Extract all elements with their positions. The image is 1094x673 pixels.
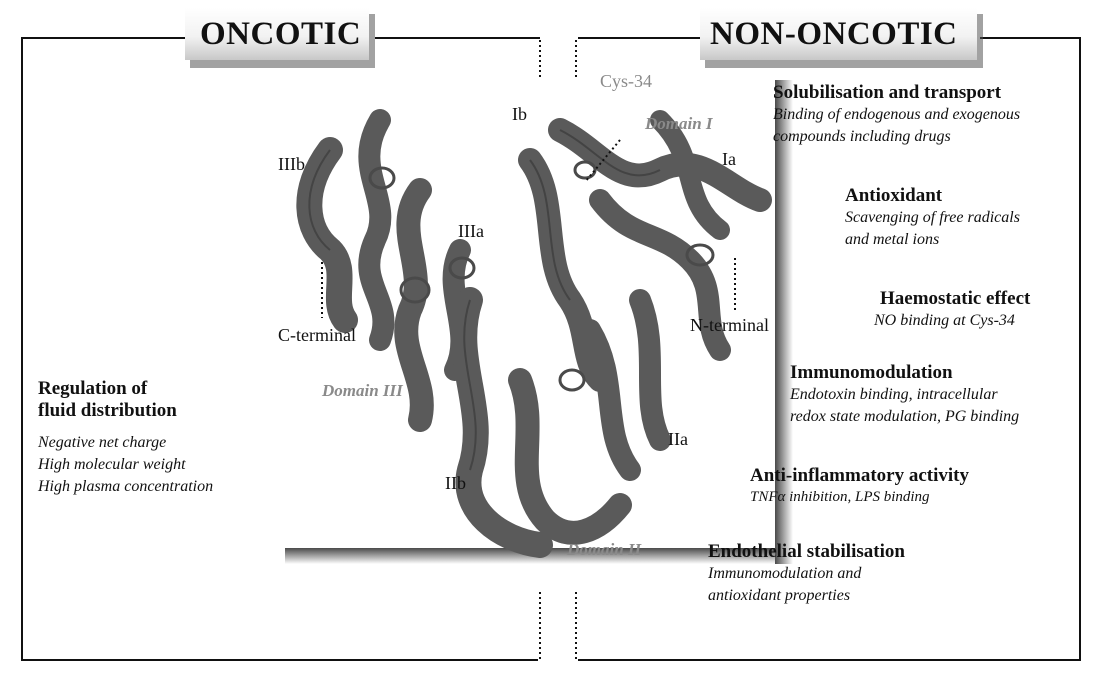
feature-desc: NO binding at Cys-34 xyxy=(874,310,1030,332)
non-oncotic-title: NON-ONCOTIC xyxy=(710,18,958,51)
oncotic-point: High molecular weight xyxy=(38,454,213,476)
feature-title: Haemostatic effect xyxy=(880,288,1030,310)
feature-title: Solubilisation and transport xyxy=(773,82,1020,104)
oncotic-point: High plasma concentration xyxy=(38,476,213,498)
subdomain-iib-label: IIb xyxy=(445,474,466,492)
subdomain-iiib-label: IIIb xyxy=(278,155,305,173)
feature-antioxidant: Antioxidant Scavenging of free radicals … xyxy=(845,185,1020,252)
feature-desc: Scavenging of free radicals xyxy=(845,207,1020,229)
subdomain-ia-label: Ia xyxy=(722,150,736,168)
feature-desc: Endotoxin binding, intracellular xyxy=(790,384,1019,406)
feature-desc: Immunomodulation and xyxy=(708,563,905,585)
domain-iii-label: Domain III xyxy=(322,382,403,399)
cys-34-label: Cys-34 xyxy=(600,72,652,90)
feature-title-line1: Regulation of xyxy=(38,378,213,400)
oncotic-point: Negative net charge xyxy=(38,432,213,454)
oncotic-title: ONCOTIC xyxy=(200,18,361,51)
feature-anti-inflammatory: Anti-inflammatory activity TNFα inhibiti… xyxy=(750,465,969,508)
feature-title: Antioxidant xyxy=(845,185,1020,207)
feature-desc: compounds including drugs xyxy=(773,126,1020,148)
feature-haemostatic: Haemostatic effect NO binding at Cys-34 xyxy=(880,288,1030,332)
subdomain-iia-label: IIa xyxy=(668,430,688,448)
feature-desc: and metal ions xyxy=(845,229,1020,251)
feature-endothelial: Endothelial stabilisation Immunomodulati… xyxy=(708,541,905,608)
subdomain-ib-label: Ib xyxy=(512,105,527,123)
c-terminal-label: C-terminal xyxy=(278,326,356,344)
feature-desc: Binding of endogenous and exogenous xyxy=(773,104,1020,126)
feature-title-line2: fluid distribution xyxy=(38,400,213,422)
feature-desc: redox state modulation, PG binding xyxy=(790,406,1019,428)
subdomain-iiia-label: IIIa xyxy=(458,222,484,240)
feature-title: Anti-inflammatory activity xyxy=(750,465,969,487)
n-terminal-label: N-terminal xyxy=(690,316,769,334)
feature-solubilisation: Solubilisation and transport Binding of … xyxy=(773,82,1020,149)
feature-desc: TNFα inhibition, LPS binding xyxy=(750,487,969,508)
feature-desc: antioxidant properties xyxy=(708,585,905,607)
domain-i-label: Domain I xyxy=(645,115,713,132)
domain-ii-label: Domain II xyxy=(567,541,641,558)
feature-immunomodulation: Immunomodulation Endotoxin binding, intr… xyxy=(790,362,1019,429)
oncotic-feature: Regulation of fluid distribution Negativ… xyxy=(38,378,213,499)
feature-title: Endothelial stabilisation xyxy=(708,541,905,563)
feature-title: Immunomodulation xyxy=(790,362,1019,384)
